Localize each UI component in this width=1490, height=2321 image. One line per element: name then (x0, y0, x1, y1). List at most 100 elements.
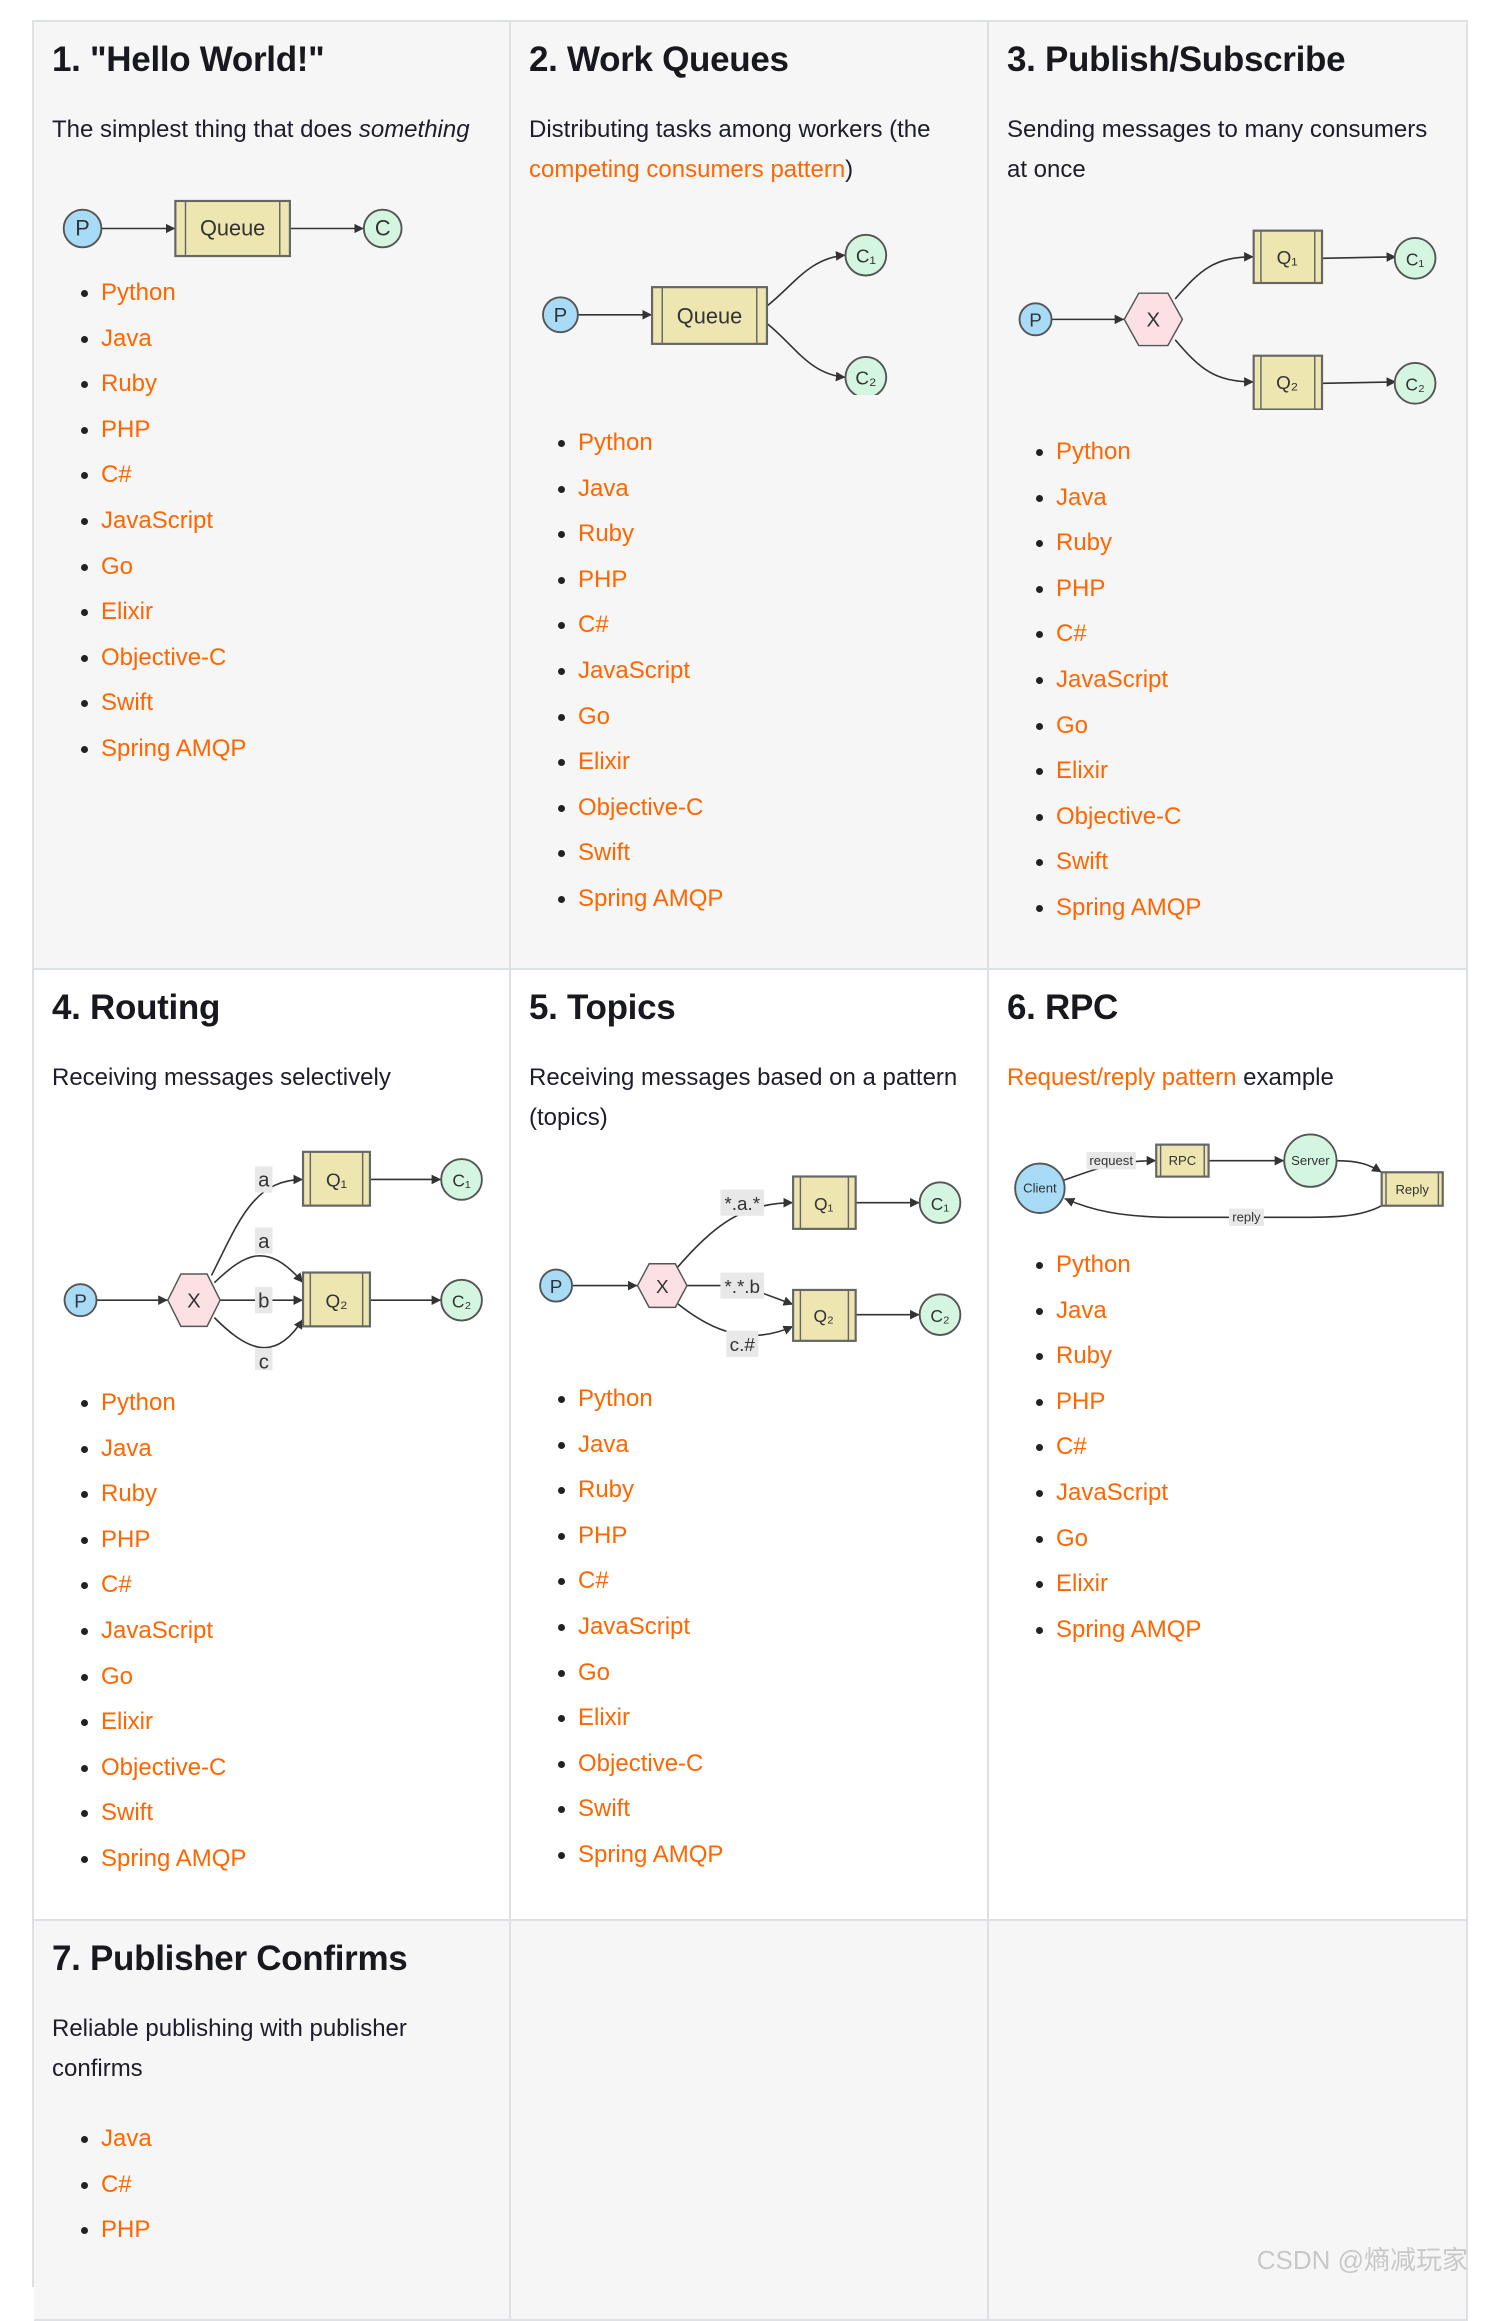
language-link[interactable]: Objective-C (101, 643, 227, 671)
language-link[interactable]: Ruby (1056, 1342, 1113, 1370)
language-list-item: Objective-C (80, 1745, 246, 1791)
language-link[interactable]: Elixir (1056, 757, 1108, 785)
language-link[interactable]: PHP (1056, 1387, 1106, 1415)
language-link[interactable]: C# (578, 611, 609, 639)
rpc-diagram: request reply Client RPC Server Reply (1014, 1133, 1444, 1227)
language-list-item: Spring AMQP (557, 876, 724, 922)
language-link[interactable]: Java (578, 474, 629, 502)
language-list-item: Go (80, 1654, 246, 1700)
language-link[interactable]: Objective-C (1056, 802, 1182, 830)
language-link[interactable]: Elixir (101, 1708, 153, 1736)
language-link[interactable]: Ruby (1056, 529, 1113, 557)
svg-text:Q₁: Q₁ (326, 1171, 347, 1192)
language-list-item: Elixir (1035, 748, 1201, 794)
hello-world-diagram: P Queue C (62, 199, 403, 258)
language-link[interactable]: Python (578, 1385, 653, 1412)
language-link[interactable]: Spring AMQP (1056, 893, 1202, 921)
language-link[interactable]: Go (101, 1662, 134, 1690)
language-link[interactable]: Java (1056, 1296, 1107, 1324)
language-link[interactable]: Swift (578, 839, 631, 867)
language-link[interactable]: C# (101, 1571, 132, 1599)
language-list-item: Spring AMQP (80, 1836, 247, 1882)
competing-consumers-link[interactable]: competing consumers pattern (529, 156, 846, 183)
language-list-item: C# (557, 1558, 723, 1604)
language-link[interactable]: Spring AMQP (1056, 1615, 1202, 1643)
language-link[interactable]: Swift (578, 1795, 631, 1823)
tutorial-hello-world: 1. "Hello World!" The simplest thing tha… (34, 22, 511, 970)
language-link[interactable]: Go (1056, 1524, 1089, 1552)
language-list-item: PHP (557, 1513, 723, 1559)
language-link[interactable]: Objective-C (101, 1753, 227, 1781)
language-link[interactable]: Python (1056, 438, 1131, 465)
language-link[interactable]: Objective-C (578, 1749, 704, 1777)
language-link[interactable]: Python (101, 1389, 176, 1416)
language-link[interactable]: Elixir (1056, 1570, 1108, 1598)
publish-subscribe-diagram: P X Q₁ Q₂ C₁ C₂ (1018, 229, 1437, 410)
language-list-item: Spring AMQP (1035, 1607, 1202, 1653)
language-link[interactable]: JavaScript (578, 656, 691, 684)
language-link[interactable]: JavaScript (578, 1612, 691, 1640)
language-link[interactable]: Ruby (101, 1480, 158, 1508)
language-link[interactable]: Go (101, 552, 134, 580)
language-link[interactable]: Swift (101, 1799, 154, 1827)
language-link[interactable]: Go (578, 1658, 611, 1686)
language-link[interactable]: Java (101, 2125, 152, 2152)
language-list-item: Elixir (1035, 1561, 1201, 1607)
language-link[interactable]: Python (101, 279, 176, 306)
svg-text:b: b (258, 1290, 269, 1312)
svg-text:C₁: C₁ (452, 1171, 471, 1191)
language-link[interactable]: JavaScript (1056, 1478, 1169, 1506)
language-link[interactable]: Go (578, 702, 611, 730)
language-link[interactable]: Python (1056, 1251, 1131, 1278)
language-link[interactable]: JavaScript (101, 506, 214, 534)
svg-text:C₁: C₁ (931, 1194, 950, 1214)
language-link[interactable]: Elixir (101, 598, 153, 626)
tutorial-rpc: 6. RPC Request/reply pattern example req… (989, 970, 1468, 1921)
language-link[interactable]: Spring AMQP (578, 884, 724, 912)
language-link[interactable]: Elixir (578, 1704, 630, 1732)
language-link[interactable]: Ruby (578, 520, 635, 548)
language-link[interactable]: PHP (101, 1525, 151, 1553)
svg-text:Q₂: Q₂ (325, 1291, 347, 1312)
language-link[interactable]: Python (578, 429, 653, 456)
language-link[interactable]: PHP (1056, 574, 1106, 602)
language-list-item: Go (1035, 1516, 1201, 1562)
language-link[interactable]: C# (101, 461, 132, 489)
svg-text:C₂: C₂ (452, 1291, 471, 1311)
language-link[interactable]: Java (578, 1430, 629, 1458)
language-link[interactable]: C# (1056, 1433, 1087, 1461)
language-link[interactable]: Java (1056, 483, 1107, 511)
language-link[interactable]: Objective-C (578, 793, 704, 821)
request-reply-link[interactable]: Request/reply pattern (1007, 1064, 1237, 1091)
language-link[interactable]: Go (1056, 711, 1089, 739)
language-link[interactable]: Ruby (101, 370, 158, 398)
svg-text:Q₁: Q₁ (814, 1194, 834, 1214)
language-link[interactable]: Swift (1056, 848, 1109, 876)
language-link[interactable]: PHP (101, 415, 151, 443)
language-link[interactable]: Spring AMQP (578, 1840, 724, 1868)
language-link[interactable]: C# (101, 2170, 132, 2198)
language-link[interactable]: C# (578, 1567, 609, 1595)
tutorial-description: Distributing tasks among workers (the co… (529, 116, 931, 183)
language-link[interactable]: PHP (578, 1521, 628, 1549)
language-list-item: Go (557, 1650, 723, 1696)
language-link[interactable]: JavaScript (101, 1616, 214, 1644)
language-link[interactable]: Java (101, 1434, 152, 1462)
language-link[interactable]: Ruby (578, 1476, 635, 1504)
language-link[interactable]: Java (101, 324, 152, 352)
language-link[interactable]: Spring AMQP (101, 1844, 247, 1872)
language-list-item: Swift (80, 680, 246, 726)
svg-text:C₂: C₂ (855, 369, 876, 390)
language-link[interactable]: JavaScript (1056, 665, 1169, 693)
language-link[interactable]: PHP (578, 565, 628, 593)
language-list-item: Ruby (80, 361, 246, 407)
language-link[interactable]: Elixir (578, 748, 630, 776)
language-link[interactable]: Swift (101, 689, 154, 717)
language-link[interactable]: Spring AMQP (101, 734, 247, 762)
language-link[interactable]: C# (1056, 620, 1087, 648)
language-link[interactable]: PHP (101, 2216, 151, 2244)
